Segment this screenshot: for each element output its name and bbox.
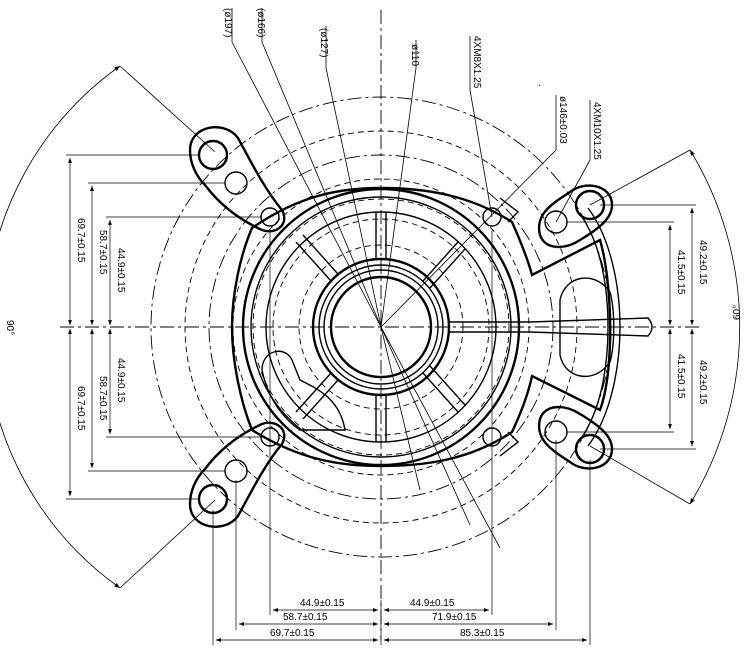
label-left-outer-top: 69.7±0.15: [75, 218, 86, 263]
right-dim-labels: 49.2±0.15 49.2±0.15 41.5±0.15 41.5±0.15: [675, 240, 708, 405]
label-bottom-r3-right: 85.3±0.15: [460, 628, 505, 639]
angle-arcs: [0, 65, 741, 589]
label-m10-thread: 4XM10X1.25: [591, 102, 602, 160]
label-d197: (ø197): [222, 8, 233, 37]
bottom-dim-labels: 44.9±0.15 44.9±0.15 58.7±0.15 71.9±0.15 …: [270, 598, 505, 639]
label-d166: (ø166): [255, 8, 266, 37]
flange-body: [230, 186, 653, 468]
label-d127: (ø127): [318, 28, 329, 57]
label-bottom-r3-left: 69.7±0.15: [270, 628, 315, 639]
right-dimensions: [566, 204, 696, 450]
label-right-outer-bottom: 49.2±0.15: [697, 360, 708, 405]
label-left-inner-top: 44.9±0.15: [115, 248, 126, 293]
label-right-inner-top: 41.5±0.15: [675, 250, 686, 295]
bottom-dimensions: [212, 230, 591, 645]
angle-labels: 90° 60°: [4, 305, 743, 335]
label-m8-thread: 4XM8X1.25: [471, 36, 482, 89]
label-right-outer-top: 49.2±0.15: [697, 240, 708, 285]
label-bottom-r1-left: 44.9±0.15: [300, 598, 345, 609]
label-left-inner-bottom: 44.9±0.15: [115, 358, 126, 403]
label-bottom-r2-right: 71.9±0.15: [432, 612, 477, 623]
left-dim-labels: 69.7±0.15 69.7±0.15 58.7±0.15 58.7±0.15 …: [75, 218, 126, 431]
label-bottom-r1-right: 44.9±0.15: [410, 598, 455, 609]
label-left-middle-bottom: 58.7±0.15: [97, 376, 108, 421]
label-angle-right: 60°: [732, 305, 743, 320]
label-d146: ø146±0.03: [557, 96, 568, 144]
top-labels: (ø197) (ø166) (ø127) ø110 4XM8X1.25 ø146…: [222, 8, 602, 160]
label-bottom-r2-left: 58.7±0.15: [283, 612, 328, 623]
label-right-inner-bottom: 41.5±0.15: [675, 354, 686, 399]
label-d110: ø110: [409, 44, 420, 66]
label-left-middle-top: 58.7±0.15: [97, 230, 108, 275]
stray-dot: .: [538, 78, 541, 89]
left-dimensions: [66, 154, 262, 500]
center-lines: [60, 10, 700, 640]
label-left-outer-bottom: 69.7±0.15: [75, 386, 86, 431]
leader-lines: [231, 8, 591, 549]
label-angle-left: 90°: [4, 320, 15, 335]
